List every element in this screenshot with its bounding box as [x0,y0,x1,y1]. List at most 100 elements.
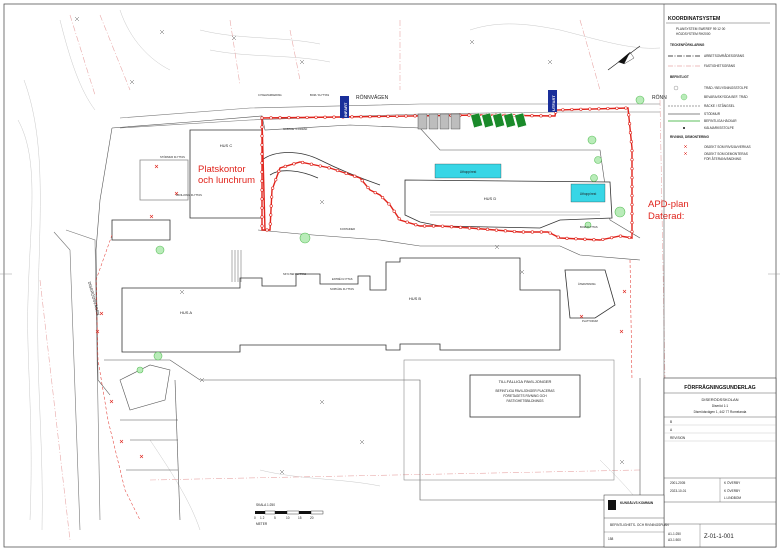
boundary-marker [260,152,264,156]
boundary-marker [574,237,578,241]
temp-store-2-label: Uthopp/rest [580,192,597,196]
svg-text:BEFINTLIGT: BEFINTLIGT [670,75,689,79]
boundary-marker [269,116,273,120]
boundary-marker [268,222,272,226]
boundary-marker [336,168,340,173]
boundary-marker [467,113,471,117]
utfart-sign: UTFART [548,90,557,112]
boundary-marker [630,221,634,225]
green-container [470,112,483,129]
boundary-marker [618,234,623,238]
boundary-marker [260,215,264,219]
svg-text:ARBETSOMRÅDESGRÄNS: ARBETSOMRÅDESGRÄNS [704,53,744,58]
svg-text:L LINDBOM: L LINDBOM [724,496,741,500]
svg-text:2001-2005: 2001-2005 [670,481,685,485]
boundary-marker [606,106,610,111]
green-container [514,112,527,129]
boundary-marker [610,236,614,240]
boundary-marker [287,116,291,120]
svg-text:RIVNING, DEMONTERING: RIVNING, DEMONTERING [670,135,709,139]
svg-text:OBJEKT SOM DEMONTERAS: OBJEKT SOM DEMONTERAS [704,152,748,156]
boundary-marker [377,114,381,119]
svg-text:K ÖVERBY: K ÖVERBY [724,489,741,493]
svg-text:METER: METER [256,522,268,526]
boundary-marker [630,194,634,198]
drawing-title: BEFINTLIGHETS- OCH RIVNINGSPLAN [610,523,669,527]
label-hus-a: HUS A [180,310,192,315]
boundary-marker [360,179,364,183]
boundary-marker [277,169,281,173]
svg-text:Diserödsvägen 1, 442 77 Romela: Diserödsvägen 1, 442 77 Romelanda [694,410,747,414]
boundary-marker [630,167,634,171]
buildings [111,129,616,481]
titleblock-heading: FÖRFRÅGNINGSUNDERLAG [684,384,755,391]
boundary-marker [368,114,372,119]
boundary-marker [404,114,408,118]
drawing-number: Z-01-1-001 [704,534,734,540]
boundary-marker [494,228,499,232]
svg-text:REVISION: REVISION [670,436,686,440]
svg-text:ÅTERVINNING: ÅTERVINNING [578,281,596,286]
demolition-line-left [95,234,141,521]
boundary-marker [332,115,336,119]
boundary-marker [314,115,318,119]
boundary-marker [405,220,409,224]
titleblock-project: DISERÖDSSKOLAN [701,397,738,402]
boundary-marker [260,206,264,210]
boundary-marker [630,203,634,207]
svg-text:RÄCKE / STÅNGSEL: RÄCKE / STÅNGSEL [704,103,735,108]
boundary-marker [260,224,264,228]
svg-text:BEFINTLIGA HÄCKAR: BEFINTLIGA HÄCKAR [704,119,737,123]
boundary-marker [296,115,300,120]
boundary-marker [521,230,525,234]
boundary-marker [579,107,583,111]
boundary-marker [630,212,634,216]
svg-text:BEFINTLIGA PAVILJONGER PLACERA: BEFINTLIGA PAVILJONGER PLACERAS [495,389,554,393]
boundary-marker [539,230,543,234]
bottom-strip: KUNGÄLVS KOMMUN BEFINTLIGHETS- OCH RIVNI… [603,494,669,548]
boundary-marker [318,164,322,168]
svg-text:GARAGE / FÖRRÅD: GARAGE / FÖRRÅD [283,126,307,131]
boundary-marker [269,204,273,208]
boundary-marker [323,115,327,119]
boundary-marker [309,162,314,166]
boundary-marker [278,116,282,120]
boundary-marker [565,236,569,240]
outbuilding-right [564,269,616,319]
svg-text:BOM FLYTTAS: BOM FLYTTAS [580,225,598,229]
street-label-right: RÖNN [652,94,667,101]
svg-text:FÖRETAGETS RIVNING OCH: FÖRETAGETS RIVNING OCH [503,394,547,398]
boundary-marker [260,179,264,183]
boundary-marker [380,195,385,200]
boundary-marker [530,230,534,234]
boundary-marker [440,224,445,228]
boundary-marker [431,224,436,228]
scale-bar: SKALA 1:250 0 1 2 5 10 15 20 METER [254,503,324,526]
annotation-flags: CYKELPARKERING BOM / FLYTTAS GARAGE / FÖ… [160,93,598,323]
pavilion-title: TILLFÄLLIGA PAVILJONGER [499,379,552,384]
svg-text:B: B [670,420,672,424]
boundary-marker [260,170,264,174]
boundary-marker [467,226,472,230]
boundary-marker [530,114,534,118]
svg-text:PAVILJONG FLYTTAS: PAVILJONG FLYTTAS [176,193,202,197]
north-arrow [607,45,641,71]
boundary-marker [350,115,354,119]
boundary-marker [260,143,264,147]
svg-text:UTFART: UTFART [551,95,556,111]
boundary-marker [283,164,287,169]
svg-text:1 2: 1 2 [260,516,265,520]
svg-text:0: 0 [254,516,256,520]
boundary-marker [627,235,631,240]
svg-text:ENTRÉ FLYTTAS: ENTRÉ FLYTTAS [332,276,353,281]
demolition-markers [95,164,627,459]
boundary-marker [386,114,390,118]
boundary-marker [583,237,587,241]
svg-text:5: 5 [274,516,276,520]
label-hus-d: HUS D [484,196,497,201]
temp-store-1 [434,163,502,179]
svg-text:PLATTORUM: PLATTORUM [582,319,598,323]
boundary-marker [269,213,273,217]
svg-text:FASTIGHETSGRÄNS: FASTIGHETSGRÄNS [704,64,735,68]
